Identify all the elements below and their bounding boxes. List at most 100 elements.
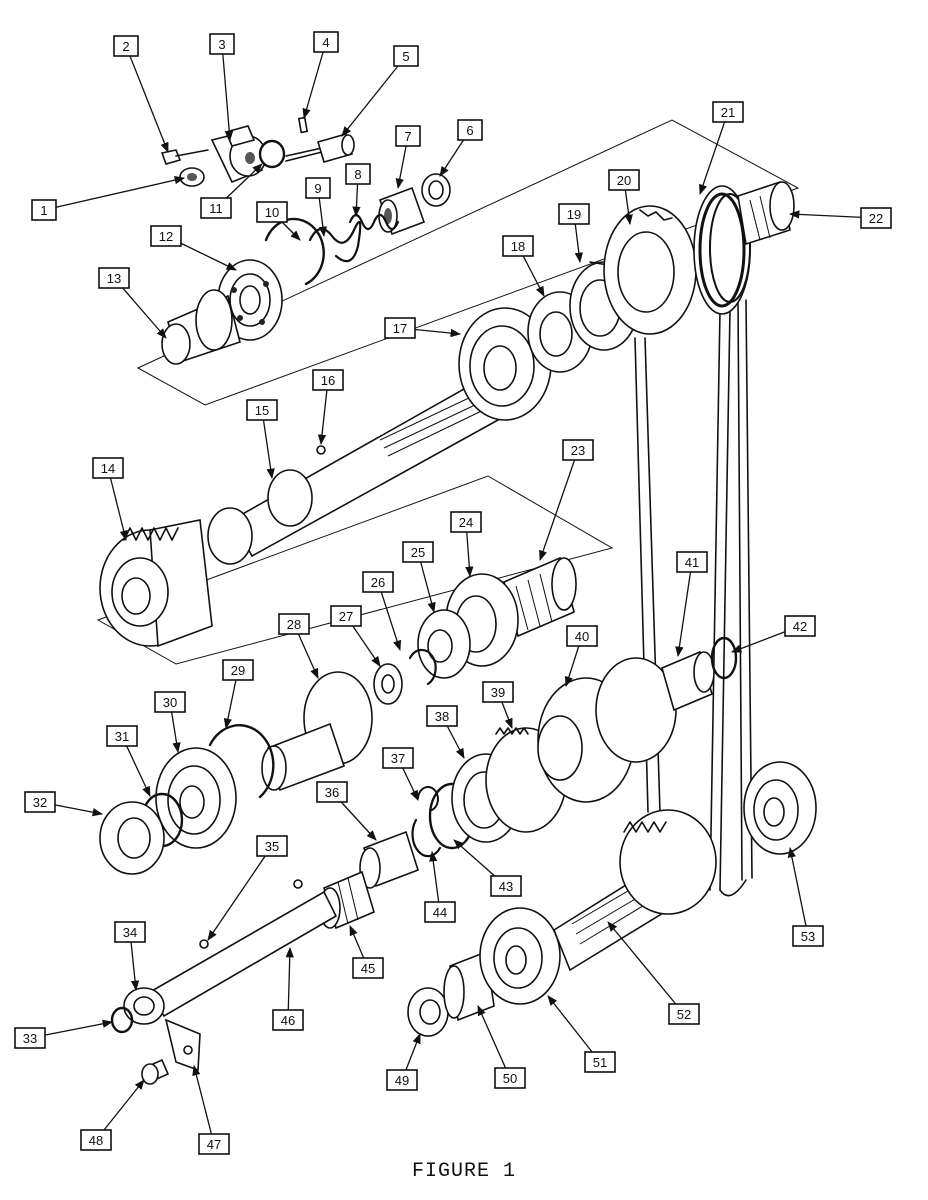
callout-label-40: 40 <box>575 629 589 644</box>
callout-label-13: 13 <box>107 271 121 286</box>
callout-leader-4 <box>302 41 327 119</box>
callout-box-18 <box>502 235 534 257</box>
callout-box-50 <box>494 1067 526 1089</box>
callout-box-47 <box>198 1133 230 1155</box>
callout-box-28 <box>278 613 310 635</box>
callout-label-38: 38 <box>435 709 449 724</box>
part-15-main-shaft <box>207 378 500 565</box>
callout-label-25: 25 <box>411 545 425 560</box>
part-40-gear <box>537 657 677 803</box>
callout-leader-15 <box>261 409 275 480</box>
callout-label-29: 29 <box>231 663 245 678</box>
callout-box-43 <box>490 875 522 897</box>
callout-leader-50 <box>477 1005 511 1079</box>
callout-leader-47 <box>192 1064 215 1145</box>
callout-label-7: 7 <box>404 129 411 144</box>
callout-label-41: 41 <box>685 555 699 570</box>
callout-box-9 <box>305 177 331 199</box>
callout-box-48 <box>80 1129 112 1151</box>
callout-label-46: 46 <box>281 1013 295 1028</box>
callout-leader-5 <box>341 55 407 137</box>
callout-box-23 <box>562 439 594 461</box>
callout-box-41 <box>676 551 708 573</box>
callout-box-44 <box>424 901 456 923</box>
callout-box-25 <box>402 541 434 563</box>
callout-box-33 <box>14 1027 46 1049</box>
part-14-gear <box>99 519 213 648</box>
callout-label-45: 45 <box>361 961 375 976</box>
callout-leader-3 <box>221 43 234 142</box>
callout-box-51 <box>584 1051 616 1073</box>
callout-box-16 <box>312 369 344 391</box>
callout-box-10 <box>256 201 288 223</box>
callout-label-30: 30 <box>163 695 177 710</box>
callout-box-42 <box>784 615 816 637</box>
part-49-seal <box>407 987 449 1037</box>
part-10-snap-ring <box>264 217 325 286</box>
callout-box-4 <box>313 31 339 53</box>
callout-box-53 <box>792 925 824 947</box>
part-20-sprocket <box>603 205 697 335</box>
callout-label-24: 24 <box>459 515 473 530</box>
callout-label-32: 32 <box>33 795 47 810</box>
callout-label-21: 21 <box>721 105 735 120</box>
callout-box-30 <box>154 691 186 713</box>
callout-box-29 <box>222 659 254 681</box>
part-34-plate <box>123 987 165 1025</box>
callout-label-37: 37 <box>391 751 405 766</box>
callout-label-1: 1 <box>40 203 47 218</box>
callout-leader-1 <box>43 176 186 211</box>
part-25-gear <box>417 609 471 679</box>
callout-label-4: 4 <box>322 35 329 50</box>
callout-box-19 <box>558 203 590 225</box>
part-29-snap-ring <box>208 724 275 799</box>
figure-caption: FIGURE 1 <box>411 1160 516 1183</box>
callout-box-12 <box>150 225 182 247</box>
callout-label-52: 52 <box>677 1007 691 1022</box>
part-42-snap-ring <box>710 636 738 680</box>
callout-box-35 <box>256 835 288 857</box>
part-51-bearing <box>479 907 561 1005</box>
callout-box-24 <box>450 511 482 533</box>
part-21-chain-sprocket <box>693 185 751 315</box>
callout-box-13 <box>98 267 130 289</box>
callout-box-32 <box>24 791 56 813</box>
callout-label-10: 10 <box>265 205 279 220</box>
callout-leader-41 <box>675 561 693 658</box>
callout-box-38 <box>426 705 458 727</box>
callout-box-26 <box>362 571 394 593</box>
callout-label-14: 14 <box>101 461 115 476</box>
callout-box-5 <box>393 45 419 67</box>
part-36-sleeve <box>359 830 419 889</box>
part-11-oring <box>258 139 286 169</box>
callout-leader-23 <box>539 449 579 561</box>
part-48-bolt <box>141 1058 170 1085</box>
callout-box-3 <box>209 33 235 55</box>
callout-label-36: 36 <box>325 785 339 800</box>
part-32-seal <box>99 801 165 875</box>
part-26-snap-ring <box>408 648 437 686</box>
callout-leader-14 <box>107 467 128 542</box>
callout-label-11: 11 <box>209 201 223 216</box>
callout-box-36 <box>316 781 348 803</box>
callout-label-26: 26 <box>371 575 385 590</box>
part-22-bearing <box>737 180 795 246</box>
part-52-output-shaft <box>553 809 717 972</box>
part-5-lever <box>285 133 355 163</box>
part-37-snap-ring <box>417 786 439 811</box>
callout-label-35: 35 <box>265 839 279 854</box>
callout-label-12: 12 <box>159 229 173 244</box>
callout-box-46 <box>272 1009 304 1031</box>
callout-box-45 <box>352 957 384 979</box>
part-16-ball <box>316 445 326 455</box>
callout-leader-46 <box>285 946 294 1021</box>
upper-group-outline <box>136 119 800 406</box>
part-7-sleeve <box>378 186 426 236</box>
part-1-nut <box>179 167 205 187</box>
callout-leader-51 <box>547 995 601 1063</box>
drive-chain <box>634 299 753 897</box>
callout-box-52 <box>668 1003 700 1025</box>
callout-box-31 <box>106 725 138 747</box>
